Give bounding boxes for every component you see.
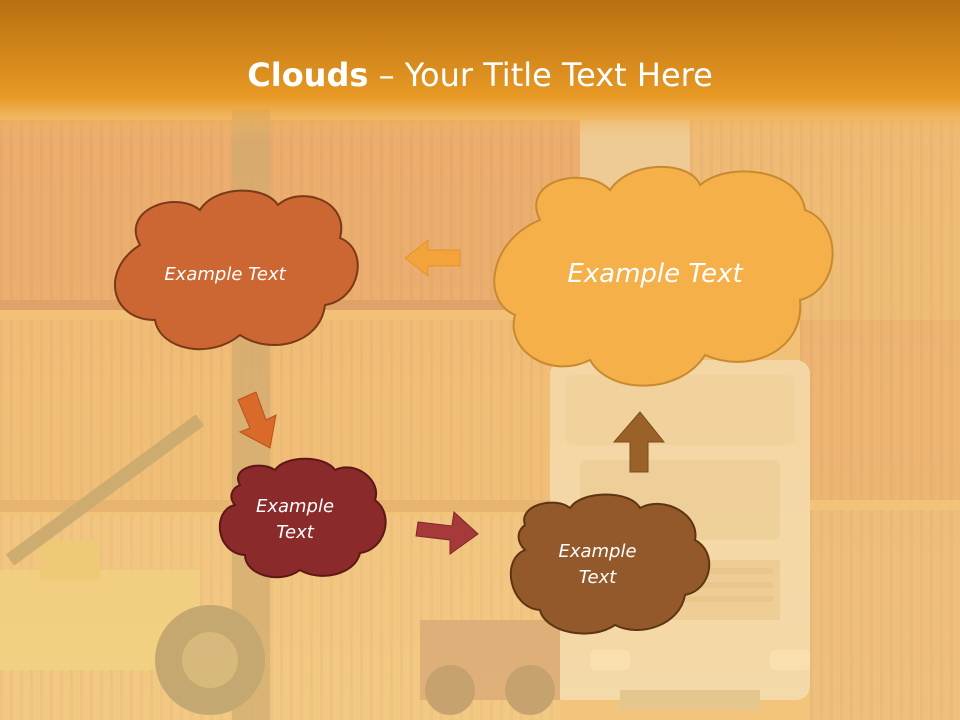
cloud-bottom-right	[509, 493, 711, 635]
arrow-left	[404, 238, 461, 278]
cloud-middle-left-text: Example Text	[255, 495, 335, 543]
cloud-bottom-right-text: Example Text	[558, 540, 637, 588]
arrow-down	[237, 391, 277, 449]
slide-title: Clouds – Your Title Text Here	[0, 56, 960, 94]
cloud-middle-left	[218, 457, 387, 579]
title-bold: Clouds	[247, 56, 369, 94]
arrow-up	[612, 411, 666, 473]
arrow-right	[415, 510, 479, 555]
cloud-top-left	[113, 189, 359, 351]
title-rest: Your Title Text Here	[404, 56, 713, 94]
header-band	[0, 0, 960, 140]
title-dash: –	[368, 56, 405, 94]
cloud-top-right	[493, 165, 834, 387]
cloud-top-right-text: Example Text	[567, 259, 743, 290]
cloud-top-left-text: Example Text	[164, 263, 286, 285]
